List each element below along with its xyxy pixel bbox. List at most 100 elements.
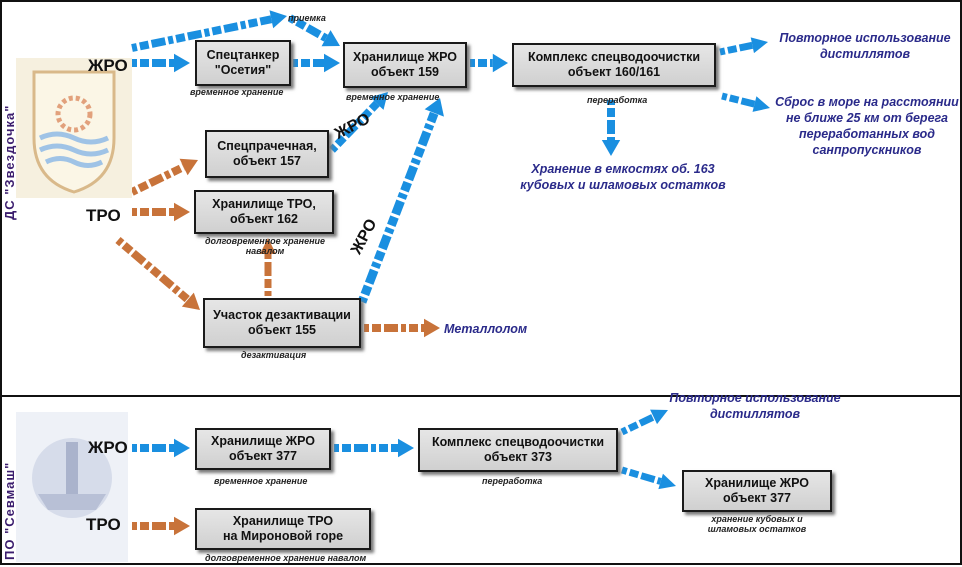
laundry-line1: Спецпрачечная, [217, 139, 317, 153]
spectanker-line2: "Осетия" [214, 63, 272, 77]
arrow-store159-complex-head [492, 53, 508, 73]
complex-160-box: Комплекс спецводоочистки объект 160/161 [512, 43, 716, 87]
arrow-store159-complex [470, 53, 508, 73]
arrow-decon-store159 [357, 98, 444, 304]
arrow-laundry-store159-shaft [329, 100, 380, 153]
arrow-zhro-spectanker-head [174, 53, 190, 73]
store-377b-box: Хранилище ЖРО объект 377 [682, 470, 832, 512]
decon-line2: объект 155 [248, 323, 316, 337]
arrow-tro-decon-shaft [115, 236, 191, 303]
tro-mironova-box: Хранилище ТРО на Мироновой горе [195, 508, 371, 550]
arrow-decon-tro162-head [259, 238, 277, 254]
complex-373-line2: объект 373 [484, 450, 552, 464]
sea-line1: Сброс в море на расстоянии [775, 95, 959, 109]
arrow-tro-mironova [132, 516, 190, 536]
source-zhro-top: ЖРО [88, 56, 128, 75]
sea-line4: санпропускников [812, 143, 922, 157]
storage-163-line2: кубовых и шламовых остатков [520, 178, 726, 192]
source-tro-top: ТРО [86, 206, 121, 225]
arrow-complex-sea-head [752, 96, 770, 112]
complex-160-caption: переработка [587, 95, 648, 105]
store-377b-line1: Хранилище ЖРО [705, 476, 809, 490]
arrow-tro-decon-head [181, 292, 200, 310]
arrow-zhro-priemka-shaft [131, 15, 273, 52]
complex-160-line2: объект 160/161 [567, 65, 661, 79]
arrow-complex-sea [721, 92, 770, 112]
tro-162-line1: Хранилище ТРО, [212, 197, 316, 211]
store-377b-caption1: хранение кубовых и [711, 514, 803, 524]
store-159-line1: Хранилище ЖРО [353, 50, 457, 64]
laundry-157-box: Спецпрачечная, объект 157 [205, 130, 329, 178]
store-377-line2: объект 377 [229, 449, 297, 463]
arrow-tro-mironova-head [174, 516, 190, 536]
decon-155-box: Участок дезактивации объект 155 [203, 298, 361, 348]
arrow-complex373-reuse-head [650, 409, 668, 425]
scrap-metal-output: Металлолом [444, 322, 528, 336]
arrow-complex373-store377b-head [658, 473, 676, 490]
source-zhro-bottom: ЖРО [88, 438, 128, 457]
arrow-complex373-reuse-shaft [620, 413, 656, 436]
reuse-bottom-line2: дистиллятов [709, 407, 801, 421]
arrow-laundry-store159-head [370, 92, 388, 110]
arrow-decon-store159-shaft [357, 111, 439, 304]
arrow-complex-storage163-head [601, 140, 621, 156]
tro-162-line2: объект 162 [230, 212, 298, 226]
store-377b-caption: хранение кубовых и шламовых остатков [690, 514, 824, 534]
source-tro-bottom: ТРО [86, 515, 121, 534]
sevmash-logo [16, 412, 128, 562]
store-159-caption: временное хранение [346, 92, 440, 102]
storage-163-output: Хранение в емкостях об. 163 кубовых и шл… [505, 161, 741, 193]
tro-mironova-line2: на Мироновой горе [222, 529, 344, 543]
store-377-caption: временное хранение [214, 476, 308, 486]
decon-line1: Участок дезактивации [213, 308, 351, 322]
arrow-complex373-store377b [621, 466, 676, 490]
reuse-top-line1: Повторное использование [779, 31, 951, 45]
arrow-zhro-priemka-head [269, 10, 287, 29]
arrow-priemka-store159-shaft [288, 14, 328, 42]
store-159-box: Хранилище ЖРО объект 159 [343, 42, 467, 88]
arrow-laundry-store159 [329, 92, 388, 153]
complex-373-caption: переработка [482, 476, 543, 486]
spectanker-line1: Спецтанкер [206, 48, 280, 62]
priemka-caption: приемка [288, 13, 326, 23]
storage-163-line1: Хранение в емкостях об. 163 [531, 162, 715, 176]
tro-162-caption2: навалом [245, 246, 285, 256]
tro-162-caption: долговременное хранение навалом [200, 236, 330, 256]
arrow-tro-laundry-shaft [130, 163, 186, 196]
arrow-complex-reuse [719, 37, 768, 56]
side-title-bottom: ПО "Севмаш" [2, 461, 17, 560]
arrow-complex373-reuse [620, 409, 668, 436]
arrow-decon-metal-head [424, 318, 440, 338]
store-377b-caption2: шламовых остатков [707, 524, 807, 534]
store-377-line1: Хранилище ЖРО [211, 434, 315, 448]
arrow-spectanker-store159 [293, 53, 340, 73]
arrow-store377-complex373-head [398, 438, 414, 458]
arrow-tro-decon [115, 236, 200, 310]
arrow-zhro-spectanker [132, 53, 190, 73]
store-159-line2: объект 159 [371, 65, 439, 79]
flow-arrows [115, 10, 770, 536]
reuse-output-top: Повторное использование дистиллятов [770, 30, 960, 62]
spectanker-box: Спецтанкер "Осетия" [195, 40, 291, 86]
sea-line3: переработанных вод [798, 127, 935, 141]
arrow-zhro-priemka [131, 10, 287, 52]
side-title-top: ДС "Звездочка" [2, 104, 17, 220]
arrow-store377-complex373 [334, 438, 414, 458]
arrow-complex-storage163 [601, 100, 621, 156]
arrow-decon-store159-head [424, 98, 444, 117]
arrow-tro-laundry [130, 158, 198, 196]
tro-162-caption1: долговременное хранение [204, 236, 326, 246]
arrow-zhro-store377 [132, 438, 190, 458]
sea-discharge-output: Сброс в море на расстоянии не ближе 25 к… [772, 94, 962, 158]
arrow-complex-reuse-shaft [719, 41, 754, 56]
tro-mironova-caption: долговременное хранение навалом [205, 553, 367, 563]
arrow-decon-tro162 [259, 238, 277, 296]
store-377-box: Хранилище ЖРО объект 377 [195, 428, 331, 470]
arrow-tro-tro162 [132, 202, 190, 222]
arrow-priemka-store159-head [321, 30, 340, 47]
arrow-tro-laundry-head [179, 158, 198, 176]
reuse-bottom-line1: Повторное использование [669, 391, 841, 405]
reuse-top-line2: дистиллятов [819, 47, 911, 61]
